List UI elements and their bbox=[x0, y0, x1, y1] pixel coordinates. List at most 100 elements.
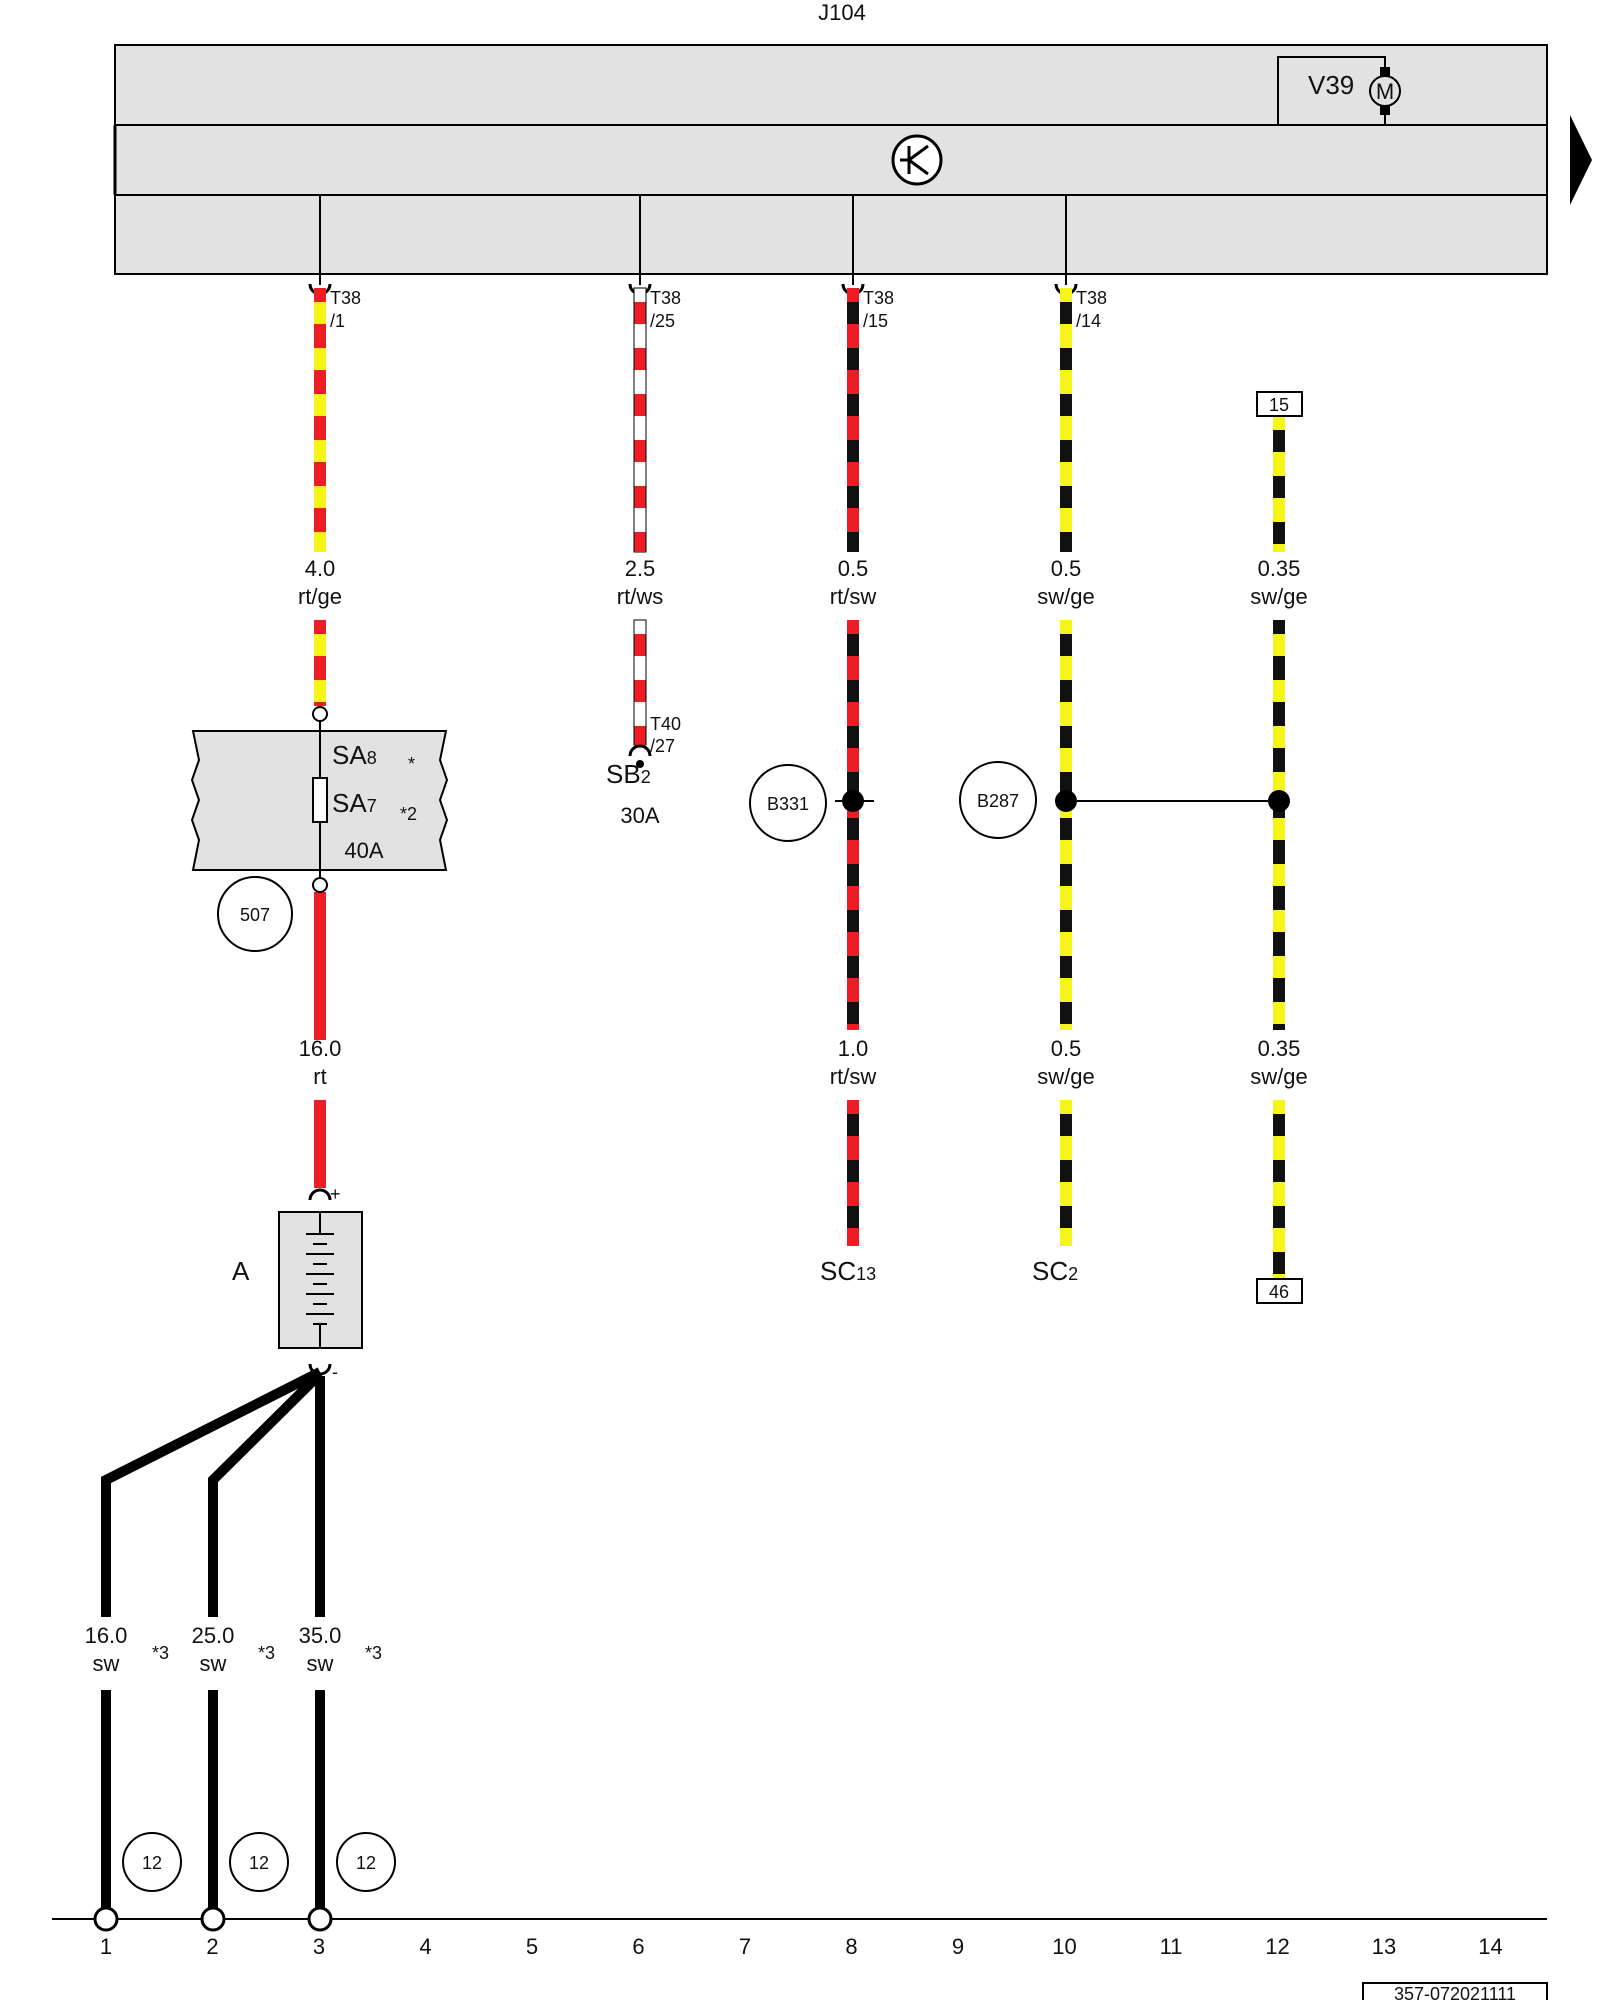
wire-color-label: sw/ge bbox=[1250, 1064, 1307, 1089]
wire-stripe bbox=[847, 726, 859, 748]
fuse-sb2-rating: 30A bbox=[620, 803, 659, 828]
wire-stripe bbox=[1060, 634, 1072, 656]
svg-text:/25: /25 bbox=[650, 311, 675, 331]
svg-text:507: 507 bbox=[240, 905, 270, 925]
wire-stripe bbox=[847, 910, 859, 932]
scale-number: 3 bbox=[313, 1934, 325, 1959]
wire-stripe bbox=[1060, 910, 1072, 932]
wire-stripe bbox=[1273, 476, 1285, 498]
ground-color-label: sw bbox=[200, 1651, 227, 1676]
scale-number: 6 bbox=[632, 1934, 644, 1959]
scale-number: 7 bbox=[739, 1934, 751, 1959]
wire-color-label: rt/ws bbox=[617, 584, 663, 609]
svg-text:*3: *3 bbox=[365, 1643, 382, 1663]
svg-text:*: * bbox=[408, 754, 415, 774]
wire-stripe bbox=[1060, 772, 1072, 794]
svg-text:12: 12 bbox=[142, 1853, 162, 1873]
wire-size-label: 0.5 bbox=[838, 556, 869, 581]
ref-circle-507 bbox=[217, 876, 293, 952]
wire-stripe bbox=[634, 348, 646, 370]
wire-stripe bbox=[1273, 818, 1285, 840]
wire-stripe bbox=[634, 726, 646, 745]
wire-stripe bbox=[1060, 1206, 1072, 1228]
wire-stripe bbox=[1060, 348, 1072, 370]
svg-text:B331: B331 bbox=[767, 794, 809, 814]
wire-stripe bbox=[634, 486, 646, 508]
sc2-label: SC2 bbox=[1032, 1256, 1078, 1286]
wire-stripe bbox=[1273, 1160, 1285, 1182]
wire-color-label: sw/ge bbox=[1037, 584, 1094, 609]
splice-b287 bbox=[959, 761, 1037, 839]
svg-text:12: 12 bbox=[356, 1853, 376, 1873]
ground-color-label: sw bbox=[307, 1651, 334, 1676]
wire-segment bbox=[633, 287, 647, 553]
wire-stripe bbox=[847, 486, 859, 508]
wire-stripe bbox=[1060, 864, 1072, 886]
wire-stripe bbox=[847, 864, 859, 886]
svg-text:T40: T40 bbox=[650, 714, 681, 734]
svg-text:T38: T38 bbox=[863, 288, 894, 308]
wire-stripe bbox=[1060, 956, 1072, 978]
ground-terminal bbox=[200, 1906, 226, 1932]
svg-text:/14: /14 bbox=[1076, 311, 1101, 331]
wire-stripe bbox=[1060, 440, 1072, 462]
doc-code: 357-072021111 bbox=[1394, 1984, 1516, 2000]
doc-code-box bbox=[1362, 1982, 1548, 2000]
scale-number: 1 bbox=[100, 1934, 112, 1959]
scale-number: 4 bbox=[419, 1934, 431, 1959]
wire-segments bbox=[314, 287, 1285, 1279]
wire-stripe bbox=[1273, 910, 1285, 932]
ground-color-label: sw bbox=[93, 1651, 120, 1676]
wire-size-label: 16.0 bbox=[299, 1036, 342, 1061]
svg-text:T38: T38 bbox=[330, 288, 361, 308]
ground-ref-circle bbox=[336, 1832, 396, 1892]
scale-number: 13 bbox=[1372, 1934, 1396, 1959]
wire-stripe bbox=[1060, 818, 1072, 840]
ground-size-label: 25.0 bbox=[192, 1623, 235, 1648]
wire-color-label: rt/sw bbox=[830, 1064, 877, 1089]
wire-stripe bbox=[634, 680, 646, 702]
scale-number: 9 bbox=[952, 1934, 964, 1959]
splice-b331 bbox=[749, 764, 827, 842]
wire-stripe bbox=[634, 394, 646, 416]
wire-segment bbox=[314, 892, 326, 1040]
ground-size-label: 35.0 bbox=[299, 1623, 342, 1648]
wire-size-label: 0.35 bbox=[1258, 556, 1301, 581]
wire-stripe bbox=[847, 1002, 859, 1024]
wire-size-label: 0.35 bbox=[1258, 1036, 1301, 1061]
wire-size-label: 2.5 bbox=[625, 556, 656, 581]
wire-size-label: 0.5 bbox=[1051, 556, 1082, 581]
wire-stripe bbox=[847, 302, 859, 324]
wire-stripe bbox=[1060, 486, 1072, 508]
scale-number: 2 bbox=[206, 1934, 218, 1959]
svg-text:B287: B287 bbox=[977, 791, 1019, 811]
battery-label: A bbox=[232, 1256, 250, 1286]
ground-terminal bbox=[307, 1906, 333, 1932]
svg-text:/1: /1 bbox=[330, 311, 345, 331]
fuse-sb2-label: SB2 bbox=[606, 759, 651, 789]
wire-stripe bbox=[1060, 532, 1072, 552]
fuse-icon bbox=[312, 777, 328, 823]
wire-stripe bbox=[634, 532, 646, 552]
wire-stripe bbox=[1060, 726, 1072, 748]
wire-stripe bbox=[314, 302, 326, 324]
wire-size-label: 1.0 bbox=[838, 1036, 869, 1061]
scale-number: 14 bbox=[1478, 1934, 1502, 1959]
wire-stripe bbox=[1273, 1252, 1285, 1274]
wire-stripe bbox=[314, 634, 326, 656]
wire-stripe bbox=[847, 956, 859, 978]
wire-stripe bbox=[314, 440, 326, 462]
wire-segment bbox=[847, 288, 859, 552]
continuation-arrow-icon bbox=[1570, 115, 1592, 205]
motor-icon bbox=[1369, 75, 1401, 107]
ref-box-15 bbox=[1256, 391, 1303, 417]
wire-stripe bbox=[1060, 1002, 1072, 1024]
wire-segment bbox=[314, 288, 326, 552]
wire-color-label: sw/ge bbox=[1250, 584, 1307, 609]
wire-stripe bbox=[1273, 726, 1285, 748]
wire-color-label: rt/ge bbox=[298, 584, 342, 609]
svg-text:46: 46 bbox=[1269, 1282, 1289, 1302]
wire-stripe bbox=[847, 394, 859, 416]
